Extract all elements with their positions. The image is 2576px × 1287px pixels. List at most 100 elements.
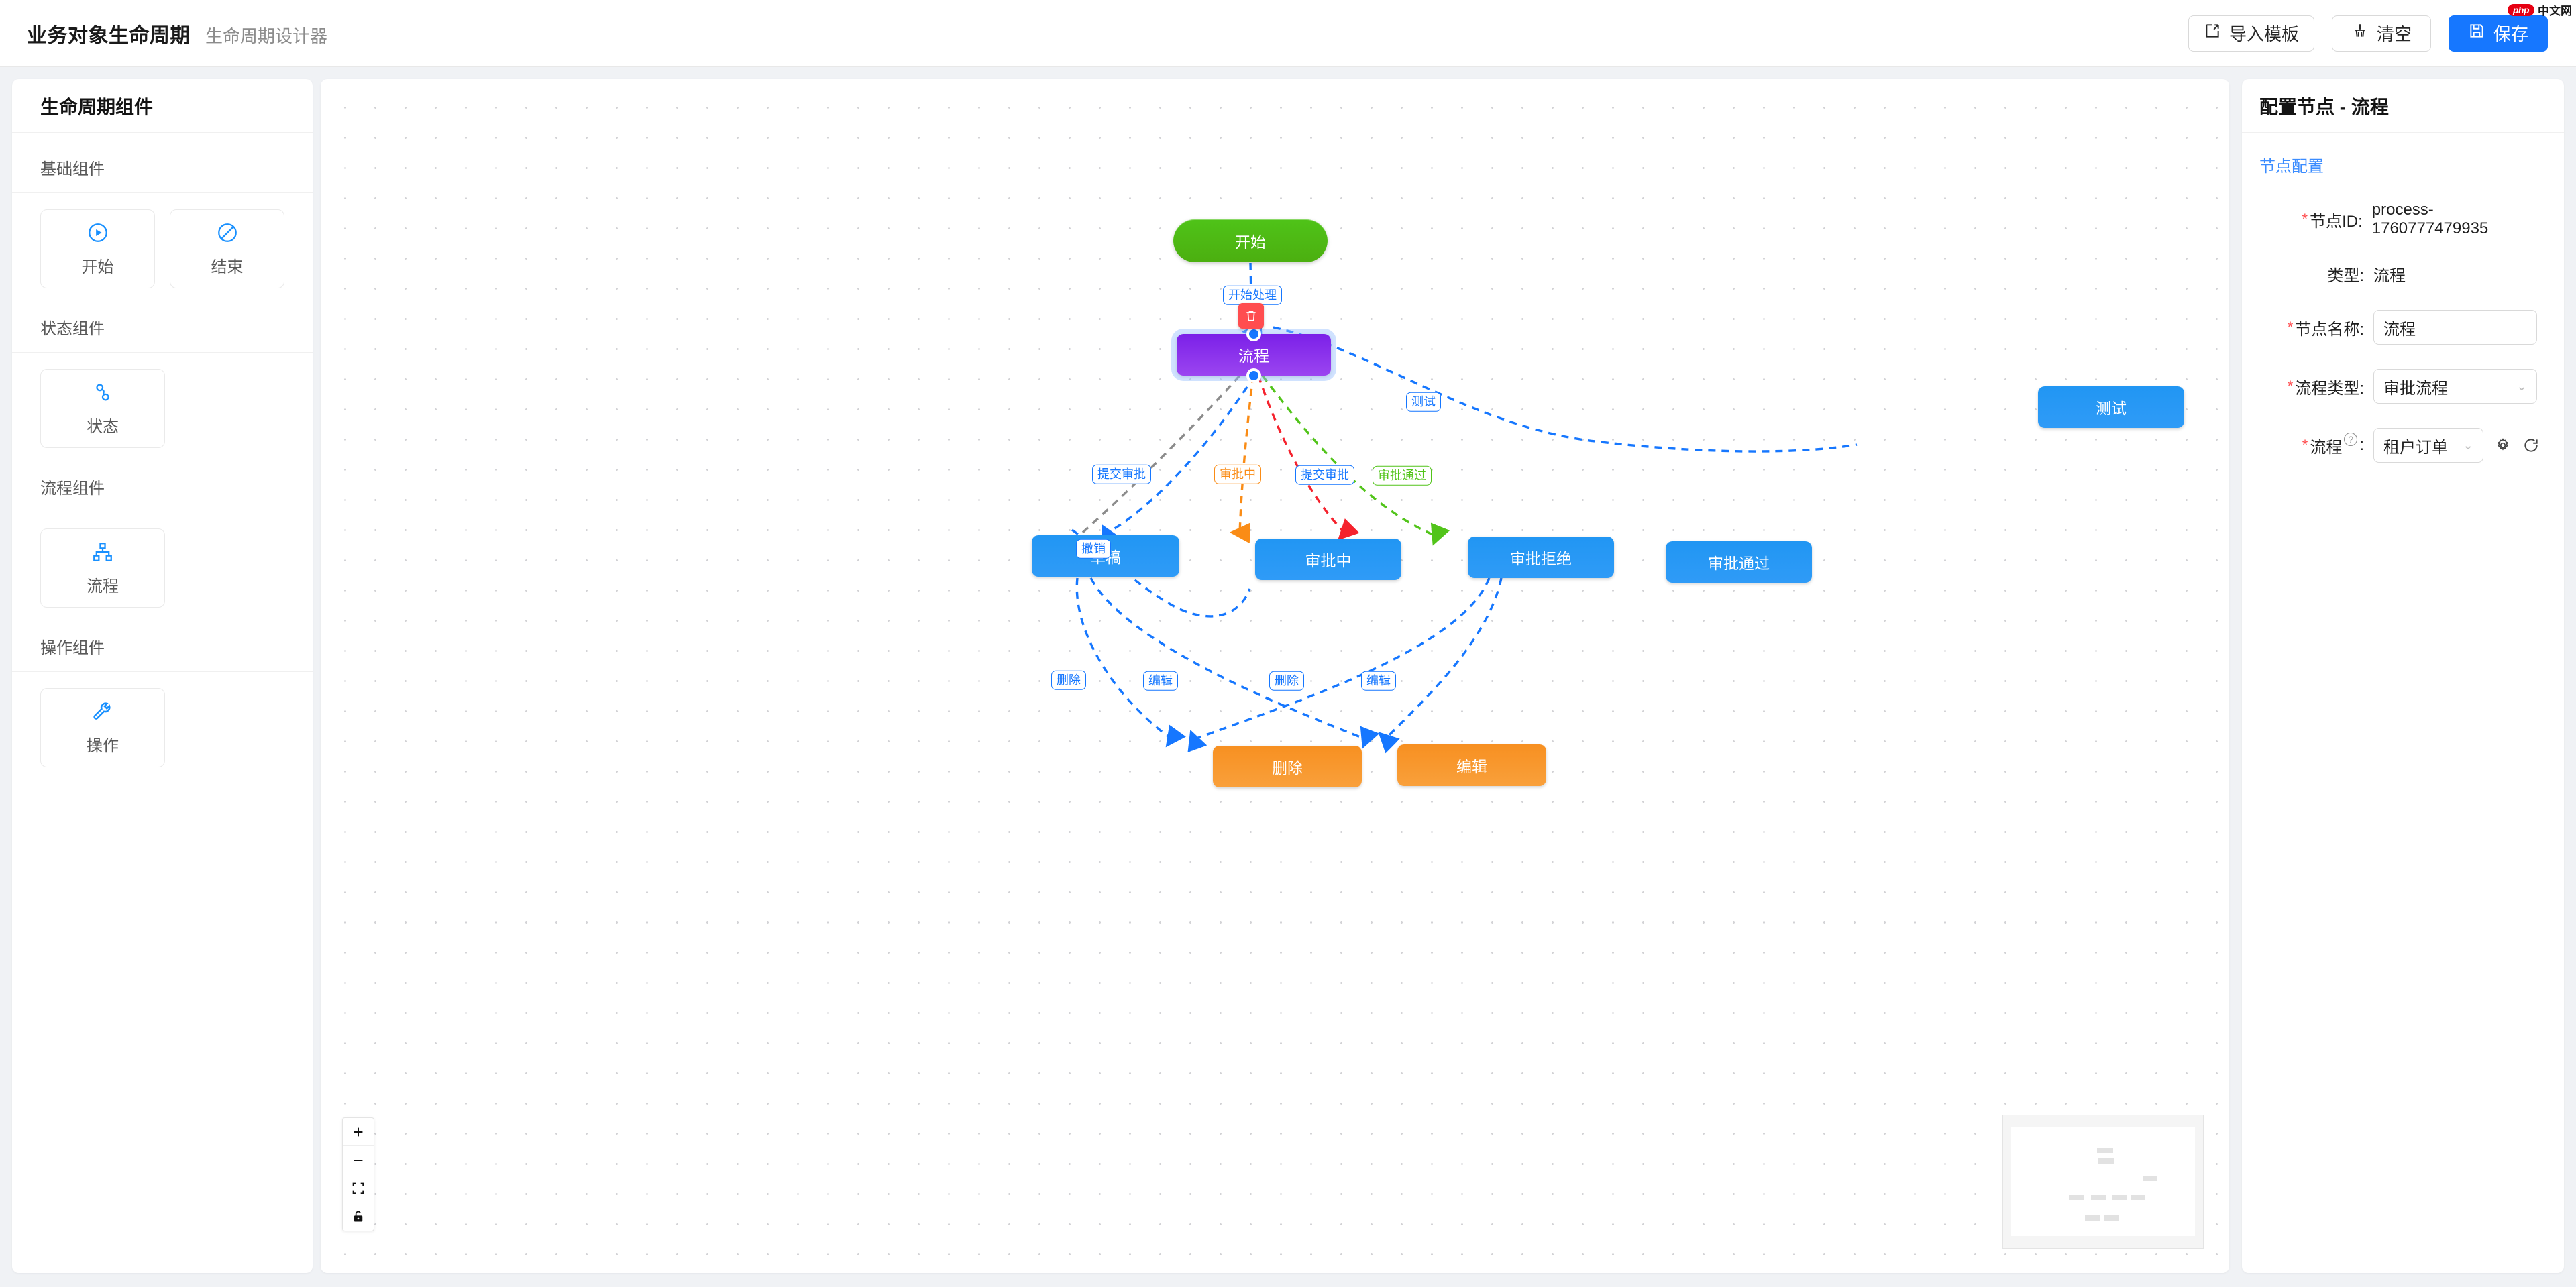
node-name-input[interactable]: 流程 bbox=[2373, 310, 2537, 345]
canvas-zoom-toolbar bbox=[342, 1117, 374, 1231]
import-icon bbox=[2204, 22, 2221, 44]
node-type-label: 类型: bbox=[2327, 267, 2364, 285]
palette-item-end[interactable]: 结束 bbox=[170, 209, 284, 288]
palette-label-state: 状态 bbox=[87, 417, 119, 436]
palette-state: 状态 bbox=[12, 353, 313, 452]
required-mark: * bbox=[2302, 437, 2308, 453]
minimap-node-6 bbox=[2131, 1195, 2145, 1200]
save-label: 保存 bbox=[2493, 24, 2528, 44]
fit-view-button[interactable] bbox=[343, 1174, 374, 1202]
palette-item-start[interactable]: 开始 bbox=[40, 209, 155, 288]
chevron-down-icon: ⌄ bbox=[2463, 438, 2473, 453]
palette-item-action[interactable]: 操作 bbox=[40, 688, 165, 767]
app-header: 业务对象生命周期 生命周期设计器 导入模板 清空 bbox=[0, 0, 2576, 67]
palette-action: 操作 bbox=[12, 672, 313, 771]
group-title-process: 流程组件 bbox=[12, 452, 313, 512]
node-name-label: * 节点名称: bbox=[2287, 319, 2364, 339]
edge-label-3[interactable]: 审批中 bbox=[1214, 464, 1261, 484]
refresh-icon[interactable] bbox=[2522, 437, 2540, 454]
minimap-node-3 bbox=[2069, 1195, 2084, 1200]
play-circle-icon bbox=[87, 221, 109, 244]
component-library-panel: 生命周期组件 基础组件 开始 结束 状态组件 bbox=[12, 79, 313, 1273]
minimap-node-7 bbox=[2085, 1215, 2100, 1221]
help-circle-icon[interactable]: ? bbox=[2344, 433, 2358, 446]
import-template-label: 导入模板 bbox=[2229, 24, 2299, 44]
node-index-icon bbox=[91, 381, 114, 404]
flow-node-label: 审批拒绝 bbox=[1510, 550, 1572, 567]
flow-select[interactable]: 租户订单 ⌄ bbox=[2373, 428, 2483, 463]
stop-circle-icon bbox=[216, 221, 239, 244]
node-type-value: 流程 bbox=[2373, 267, 2406, 285]
connection-handle-bottom[interactable] bbox=[1246, 368, 1261, 383]
library-title: 生命周期组件 bbox=[12, 79, 313, 133]
flow-node-edit[interactable]: 编辑 bbox=[1397, 744, 1546, 786]
flow-node-label: 删除 bbox=[1272, 759, 1303, 777]
flow-node-label: 开始 bbox=[1235, 233, 1266, 251]
edge-label-9[interactable]: 删除 bbox=[1269, 671, 1304, 691]
flow-node-pending[interactable]: 审批中 bbox=[1255, 539, 1401, 580]
flow-node-delete[interactable]: 删除 bbox=[1213, 746, 1362, 787]
node-config-panel: 配置节点 - 流程 节点配置 * 节点ID: process-176077747… bbox=[2242, 79, 2564, 1273]
edge-label-4[interactable]: 提交审批 bbox=[1295, 465, 1354, 485]
import-template-button[interactable]: 导入模板 bbox=[2188, 15, 2314, 52]
edge-label-2[interactable]: 提交审批 bbox=[1092, 464, 1151, 484]
group-title-basic: 基础组件 bbox=[12, 133, 313, 193]
minimap-node-1 bbox=[2098, 1158, 2114, 1164]
flow-label: * 流程 ? : bbox=[2302, 433, 2364, 457]
field-node-type: 类型: 流程 bbox=[2242, 262, 2564, 286]
flow-node-label: 编辑 bbox=[1456, 758, 1487, 775]
minimap-node-5 bbox=[2112, 1195, 2127, 1200]
palette-item-process[interactable]: 流程 bbox=[40, 528, 165, 608]
minimap-node-4 bbox=[2091, 1195, 2106, 1200]
header-actions: 导入模板 清空 保存 bbox=[2188, 15, 2576, 52]
page-subtitle: 生命周期设计器 bbox=[205, 25, 328, 46]
edge-label-0[interactable]: 开始处理 bbox=[1223, 285, 1282, 305]
edge-label-8[interactable]: 编辑 bbox=[1143, 671, 1178, 691]
edge-label-5[interactable]: 审批通过 bbox=[1373, 465, 1432, 486]
flow-node-label: 审批中 bbox=[1305, 552, 1352, 569]
header-titles: 业务对象生命周期 生命周期设计器 bbox=[0, 19, 327, 48]
edge-label-7[interactable]: 删除 bbox=[1051, 670, 1086, 690]
edge-label-1[interactable]: 测试 bbox=[1406, 392, 1441, 412]
node-id-value: process-1760777479935 bbox=[2371, 201, 2489, 237]
flow-node-rejected[interactable]: 审批拒绝 bbox=[1468, 537, 1614, 578]
wrench-icon bbox=[91, 700, 114, 723]
flow-node-process[interactable]: 流程 bbox=[1177, 327, 1331, 383]
flow-node-test[interactable]: 测试 bbox=[2038, 386, 2184, 428]
edge-label-6[interactable]: 撤销 bbox=[1076, 539, 1111, 559]
clear-button[interactable]: 清空 bbox=[2332, 15, 2431, 52]
trash-icon bbox=[1246, 311, 1256, 321]
sitemap-icon bbox=[91, 541, 114, 563]
flow-node-label: 审批通过 bbox=[1708, 555, 1770, 572]
canvas-minimap[interactable] bbox=[2002, 1115, 2204, 1249]
watermark-text: 中文网 bbox=[2538, 5, 2572, 17]
connection-handle-top[interactable] bbox=[1246, 327, 1261, 341]
save-icon bbox=[2468, 22, 2485, 44]
palette-item-state[interactable]: 状态 bbox=[40, 369, 165, 448]
field-node-name: * 节点名称: 流程 bbox=[2242, 310, 2564, 345]
gear-icon[interactable] bbox=[2494, 437, 2512, 454]
lock-button[interactable] bbox=[343, 1202, 374, 1231]
edge-label-10[interactable]: 编辑 bbox=[1361, 671, 1396, 691]
zoom-in-button[interactable] bbox=[343, 1118, 374, 1146]
clear-label: 清空 bbox=[2376, 24, 2412, 44]
flow-type-select[interactable]: 审批流程 ⌄ bbox=[2373, 369, 2537, 404]
edge-delete-button[interactable] bbox=[1238, 303, 1264, 329]
node-config-link[interactable]: 节点配置 bbox=[2259, 158, 2324, 176]
config-panel-title: 配置节点 - 流程 bbox=[2242, 79, 2564, 133]
minimap-node-8 bbox=[2104, 1215, 2119, 1221]
field-flow: * 流程 ? : 租户订单 ⌄ bbox=[2242, 428, 2564, 463]
flow-canvas[interactable]: 开始流程测试草稿审批中审批拒绝审批通过删除编辑开始处理测试提交审批审批中提交审批… bbox=[321, 79, 2229, 1273]
flow-node-start[interactable]: 开始 bbox=[1173, 219, 1328, 262]
required-mark: * bbox=[2287, 319, 2294, 335]
flow-node-approved[interactable]: 审批通过 bbox=[1666, 541, 1812, 583]
palette-label-action: 操作 bbox=[87, 736, 119, 755]
flow-layer: 开始流程测试草稿审批中审批拒绝审批通过删除编辑开始处理测试提交审批审批中提交审批… bbox=[321, 79, 2229, 1273]
save-button[interactable]: 保存 bbox=[2449, 15, 2548, 52]
field-node-id: * 节点ID: process-1760777479935 bbox=[2242, 201, 2564, 238]
zoom-out-button[interactable] bbox=[343, 1146, 374, 1174]
minimap-viewport bbox=[2011, 1127, 2195, 1236]
watermark: php 中文网 bbox=[2507, 1, 2572, 18]
broom-icon bbox=[2351, 22, 2369, 44]
field-flow-type: * 流程类型: 审批流程 ⌄ bbox=[2242, 369, 2564, 404]
